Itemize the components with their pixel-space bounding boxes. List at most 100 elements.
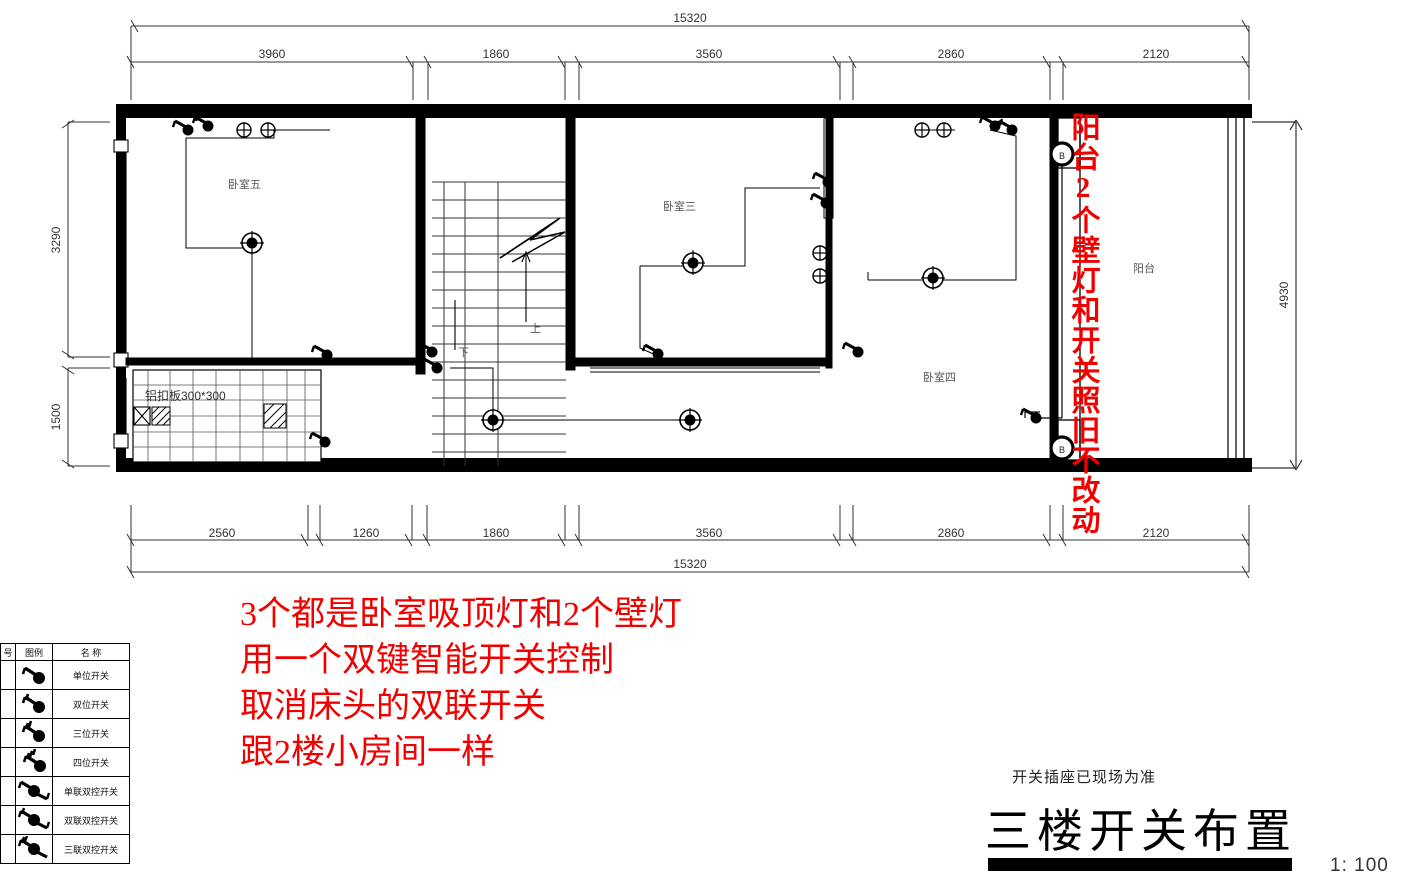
room-label-bedroom-4: 卧室四: [923, 370, 956, 384]
switch-2-2way-icon: [17, 807, 51, 830]
legend-symbol-cell: [15, 718, 53, 748]
dim-top-total: 15320: [673, 11, 707, 25]
wall-light-bedroom-5-b: [260, 122, 276, 138]
drawing-scale: 1: 100: [1330, 855, 1389, 876]
legend-row: 单位开关: [0, 660, 130, 690]
switch-bedroom-5-b[interactable]: [171, 119, 195, 137]
top-dimension-segments: [126, 55, 1250, 100]
ceiling-light-hall-b: [677, 407, 703, 433]
legend-index-3: [0, 718, 16, 748]
legend-header-no: 号: [0, 643, 16, 661]
hall-wiring: [450, 367, 690, 421]
legend-table: 号 图例 名 称 单位开关: [0, 643, 130, 864]
room-label-bedroom-5: 卧室五: [228, 177, 261, 191]
legend-header-symbol: 图例: [15, 643, 53, 661]
legend-row: 双联双控开关: [0, 805, 130, 835]
legend-name-1: 单位开关: [52, 660, 130, 690]
drawing-title: 三楼开关布置: [985, 806, 1297, 857]
ceiling-light-bedroom-3: [680, 250, 706, 276]
legend-row: 三联双控开关: [0, 834, 130, 864]
left-window-upper: [113, 139, 129, 368]
bedroom4-wiring: [867, 129, 1017, 281]
ceiling-light-bedroom-4: [920, 265, 946, 291]
title-underline-bar: [988, 858, 1292, 871]
hatched-fixture-2: [263, 403, 287, 429]
bottom-dimension-total: [126, 540, 1250, 579]
title-subtitle: 开关插座已现场为准: [1012, 769, 1157, 786]
legend-row: 三位开关: [0, 718, 130, 748]
right-dimension-total: [1252, 119, 1303, 471]
legend-symbol-cell: [15, 747, 53, 777]
legend-index-5: [0, 776, 16, 806]
switch-balcony[interactable]: [1019, 407, 1043, 425]
legend-index-4: [0, 747, 16, 777]
ceiling-light-hall-a: [480, 407, 506, 433]
internal-walls: [125, 117, 1059, 459]
legend-header-row: 号 图例 名 称: [0, 643, 130, 661]
stair-down-label: 下: [458, 347, 469, 359]
red-note-line-4: 跟2楼小房间一样: [240, 734, 495, 771]
dim-bottom-seg-5: 2860: [938, 526, 965, 540]
switch-3-2way-icon: [17, 835, 48, 859]
legend-index-6: [0, 805, 16, 835]
exhaust-fan-icon: [133, 406, 151, 426]
top-dimension-total: [130, 19, 1250, 100]
wall-light-bedroom-4-b: [936, 122, 952, 138]
legend-name-2: 双位开关: [52, 689, 130, 719]
switch-3-icon: [21, 720, 45, 742]
stair-up-arrow: [521, 250, 531, 322]
switch-1-2way-icon: [17, 780, 51, 801]
room-label-bedroom-3: 卧室三: [663, 199, 696, 213]
stair-break-symbol: [499, 217, 566, 263]
red-annotation-block: 3个都是卧室吸顶灯和2个壁灯 用一个双键智能开关控制 取消床头的双联开关 跟2楼…: [240, 592, 682, 776]
legend-index-2: [0, 689, 16, 719]
dim-bottom-seg-3: 1860: [483, 526, 510, 540]
red-note-line-3: 取消床头的双联开关: [240, 688, 546, 725]
ceiling-panel-label: 铝扣板300*300: [145, 388, 226, 403]
bedroom3-wiring: [639, 187, 820, 357]
legend-header-name: 名 称: [52, 643, 130, 661]
switch-2-icon: [21, 693, 45, 713]
legend-row: 四位开关: [0, 747, 130, 777]
balcony-light-mark-bottom: B: [1059, 445, 1065, 455]
wall-light-bedroom-5-a: [236, 122, 252, 138]
switch-bedroom-3-door[interactable]: [641, 343, 665, 361]
dim-right-total: 4930: [1277, 281, 1291, 308]
red-note-line-1: 3个都是卧室吸顶灯和2个壁灯: [240, 596, 682, 633]
wall-light-bedroom-3-b: [812, 268, 828, 284]
hatched-fixture-1: [151, 406, 171, 426]
stair-up-label: 上: [530, 322, 541, 335]
dim-bottom-seg-1: 2560: [209, 526, 236, 540]
ceiling-light-bedroom-5: [239, 230, 265, 256]
red-vertical-annotation: 阳台2个壁灯和开关照旧不改动: [1067, 112, 1099, 535]
legend-row: 双位开关: [0, 689, 130, 719]
legend-row: 单联双控开关: [0, 776, 130, 806]
dim-bottom-seg-2: 1260: [353, 526, 380, 540]
legend-symbol-cell: [15, 689, 53, 719]
bottom-dimension-segments: [126, 505, 1250, 547]
legend-name-3: 三位开关: [52, 718, 130, 748]
left-window-lower: [113, 378, 129, 449]
dim-top-seg-3: 3560: [696, 47, 723, 61]
legend-name-6: 双联双控开关: [52, 805, 130, 835]
switch-bedroom-4-door[interactable]: [841, 341, 865, 359]
outer-walls: [116, 104, 1252, 472]
legend-index-7: [0, 834, 16, 864]
switch-4-icon: [22, 748, 46, 772]
legend-name-4: 四位开关: [52, 747, 130, 777]
legend-name-7: 三联双控开关: [52, 834, 130, 864]
dim-bottom-seg-4: 3560: [696, 526, 723, 540]
dim-left-seg-2: 1500: [49, 403, 63, 430]
red-note-line-2: 用一个双键智能开关控制: [240, 642, 614, 679]
dim-bottom-seg-6: 2120: [1143, 526, 1170, 540]
dim-top-seg-2: 1860: [483, 47, 510, 61]
balcony-wall-light-bottom: B: [1049, 435, 1075, 461]
legend-name-5: 单联双控开关: [52, 776, 130, 806]
switch-1-icon: [21, 666, 45, 684]
dim-top-seg-4: 2860: [938, 47, 965, 61]
dim-bottom-total: 15320: [673, 557, 707, 571]
balcony-light-mark-top: B: [1059, 151, 1065, 161]
dim-top-seg-5: 2120: [1143, 47, 1170, 61]
